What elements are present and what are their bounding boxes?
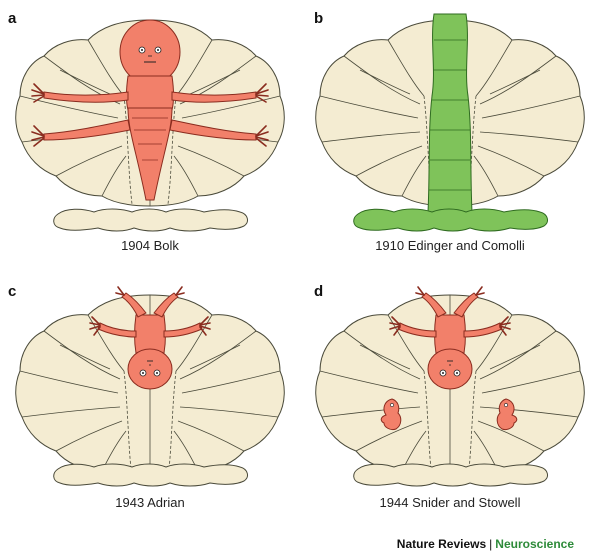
caption-b: 1910 Edinger and Comolli — [375, 238, 525, 253]
edinger-comolli-cerebellum-diagram — [315, 13, 585, 232]
caption-c: 1943 Adrian — [115, 495, 185, 510]
vermis-lower-strip — [353, 208, 548, 232]
journal-section: Neuroscience — [495, 537, 574, 551]
panel-d: d 1944 Snider and Stowell — [300, 275, 600, 545]
vermis-strip — [427, 13, 473, 213]
journal-footer: Nature Reviews|Neuroscience — [397, 537, 574, 551]
caption-a: 1904 Bolk — [121, 238, 179, 253]
panel-c: c 1943 Adrian — [0, 275, 300, 545]
panel-letter-a: a — [8, 10, 17, 27]
journal-name: Nature Reviews — [396, 537, 487, 551]
caption-d: 1944 Snider and Stowell — [379, 495, 521, 510]
footer-separator: | — [489, 537, 493, 551]
panel-b: b 1910 Edinger and Comolli — [300, 0, 600, 270]
panel-a: a 1904 Bolk — [0, 0, 300, 270]
panel-letter-c: c — [8, 283, 17, 300]
bolk-cerebellum-diagram — [15, 19, 285, 232]
panel-letter-b: b — [314, 10, 324, 27]
panel-letter-d: d — [314, 283, 324, 300]
